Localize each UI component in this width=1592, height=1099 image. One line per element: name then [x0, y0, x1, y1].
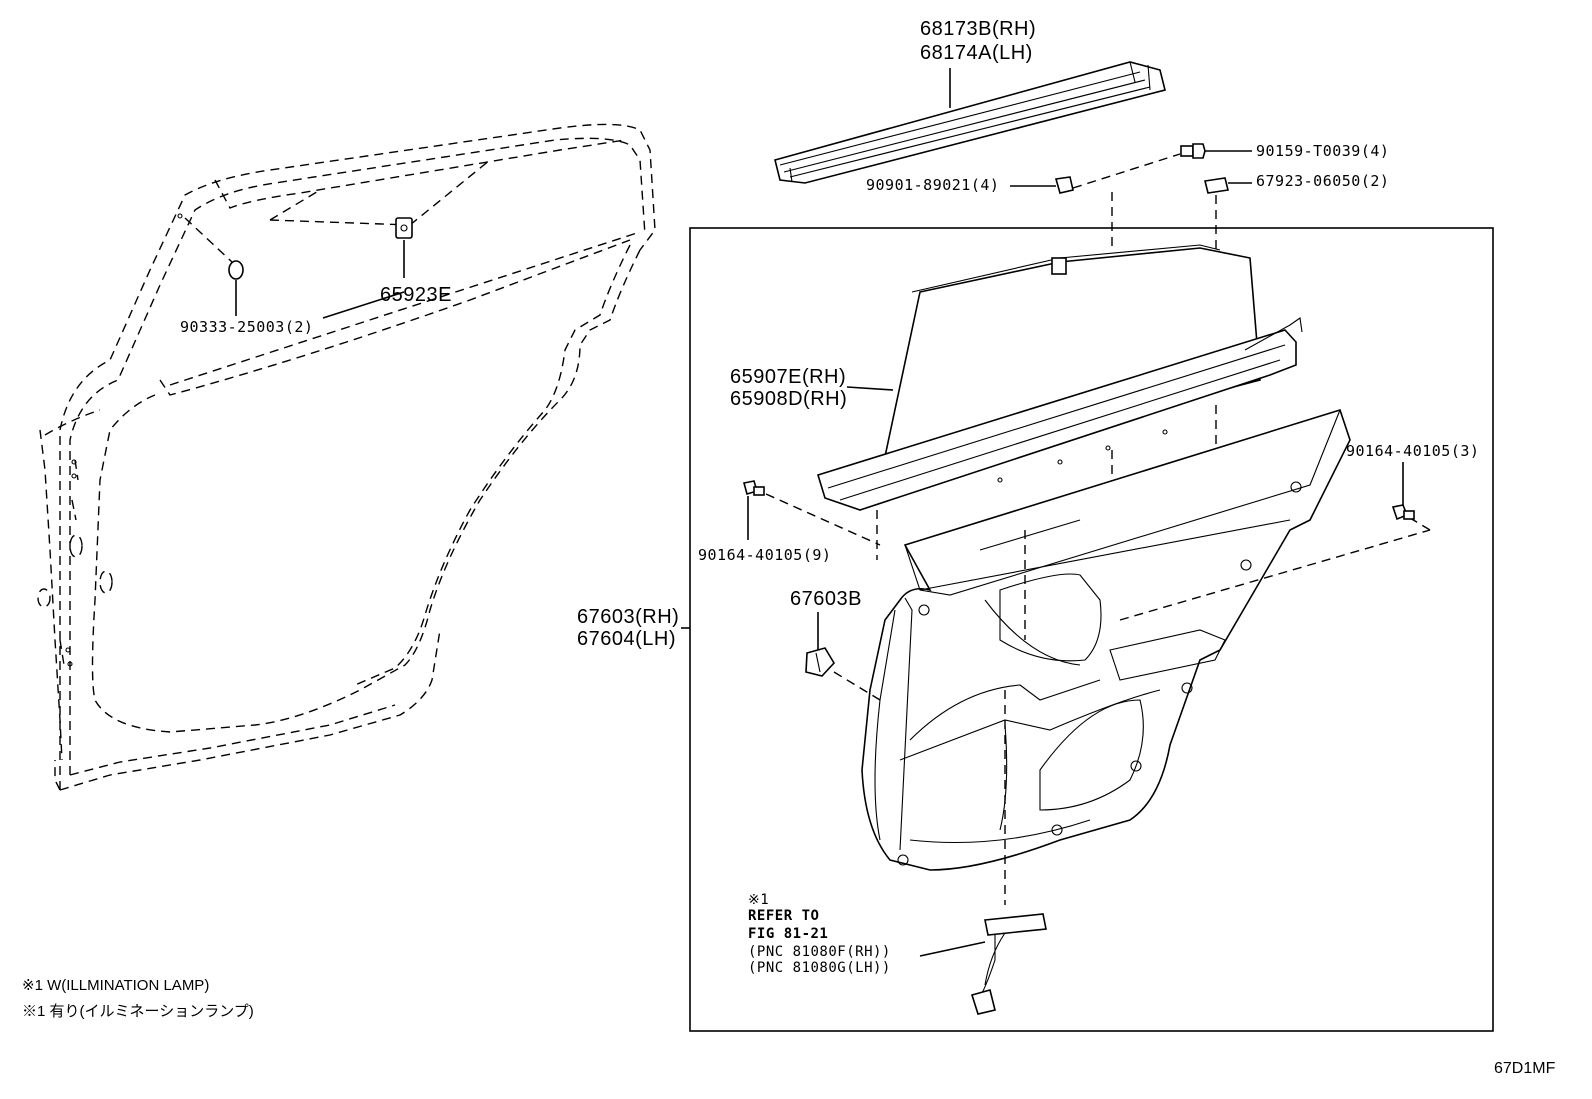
weatherstrip-68173b: [774, 61, 1166, 184]
screw-90159: [1180, 143, 1252, 159]
label-90901: 90901-89021(4): [866, 176, 1000, 194]
door-frame-outline: [37, 123, 656, 791]
screw-90164-left: [743, 480, 881, 560]
label-65908d: 65908D(RH): [730, 388, 848, 410]
label-90159: 90159-T0039(4): [1256, 142, 1390, 160]
figure-code: 67D1MF: [1494, 1060, 1556, 1077]
nut-90901: [1010, 176, 1074, 194]
refer-line1: REFER TO: [748, 908, 820, 924]
refer-line2: FIG 81-21: [748, 926, 829, 942]
label-68173b: 68173B(RH): [920, 18, 1037, 40]
glass-indicator: [184, 159, 491, 263]
label-67603: 67603(RH): [577, 606, 680, 628]
label-90164-9: 90164-40105(9): [698, 546, 832, 564]
clip-67923: [1204, 177, 1252, 194]
label-67604: 67604(LH): [577, 628, 677, 650]
label-90164-3: 90164-40105(3): [1346, 442, 1480, 460]
label-65907e: 65907E(RH): [730, 366, 847, 388]
door-trim-panel-67603: [861, 409, 1351, 871]
label-65923e: 65923E: [380, 284, 452, 306]
refer-mark: ※1: [748, 892, 770, 908]
clip-67603b: [805, 612, 881, 701]
label-67923: 67923-06050(2): [1256, 172, 1390, 190]
label-90333: 90333-25003(2): [180, 318, 314, 336]
illumination-lamp: [919, 913, 1047, 1015]
refer-line4: (PNC 81080G(LH)): [748, 960, 891, 976]
label-68174a: 68174A(LH): [920, 42, 1033, 64]
clip-65923e: [395, 217, 413, 278]
screw-90164-right: [1391, 462, 1415, 521]
note-line2: ※1 有り(イルミネーションランプ): [22, 1003, 254, 1020]
sunshade-65907e: [817, 244, 1303, 511]
refer-line3: (PNC 81080F(RH)): [748, 944, 891, 960]
plug-90333: [228, 260, 244, 316]
assembly-box: [689, 227, 1494, 1032]
note-line1: ※1 W(ILLMINATION LAMP): [22, 977, 210, 994]
label-67603b: 67603B: [790, 588, 862, 610]
